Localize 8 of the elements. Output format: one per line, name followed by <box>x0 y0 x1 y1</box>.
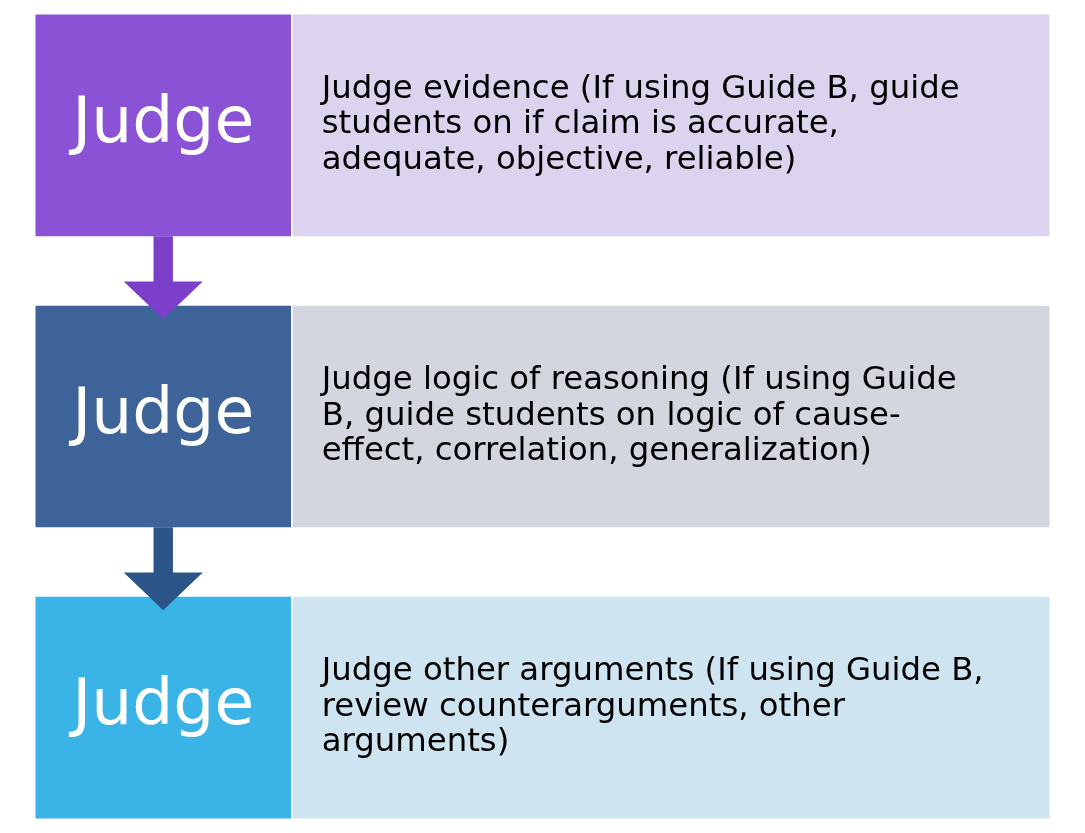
node-box: Judge <box>35 305 291 528</box>
node-box: Judge logic of reasoning (If using Guide B, guide students on logic of cause-effect, correlation, generalization) <box>292 305 1050 528</box>
node-box: Judge <box>35 596 291 819</box>
node-box: Judge evidence (If using Guide B, guide students on if claim is accurate, adequate, objective, reliable) <box>292 14 1050 237</box>
arrow <box>123 236 203 320</box>
node-box: Judge other arguments (If using Guide B, review counterarguments, other arguments) <box>292 596 1050 819</box>
arrow <box>123 527 203 611</box>
node-box: Judge <box>35 14 291 237</box>
